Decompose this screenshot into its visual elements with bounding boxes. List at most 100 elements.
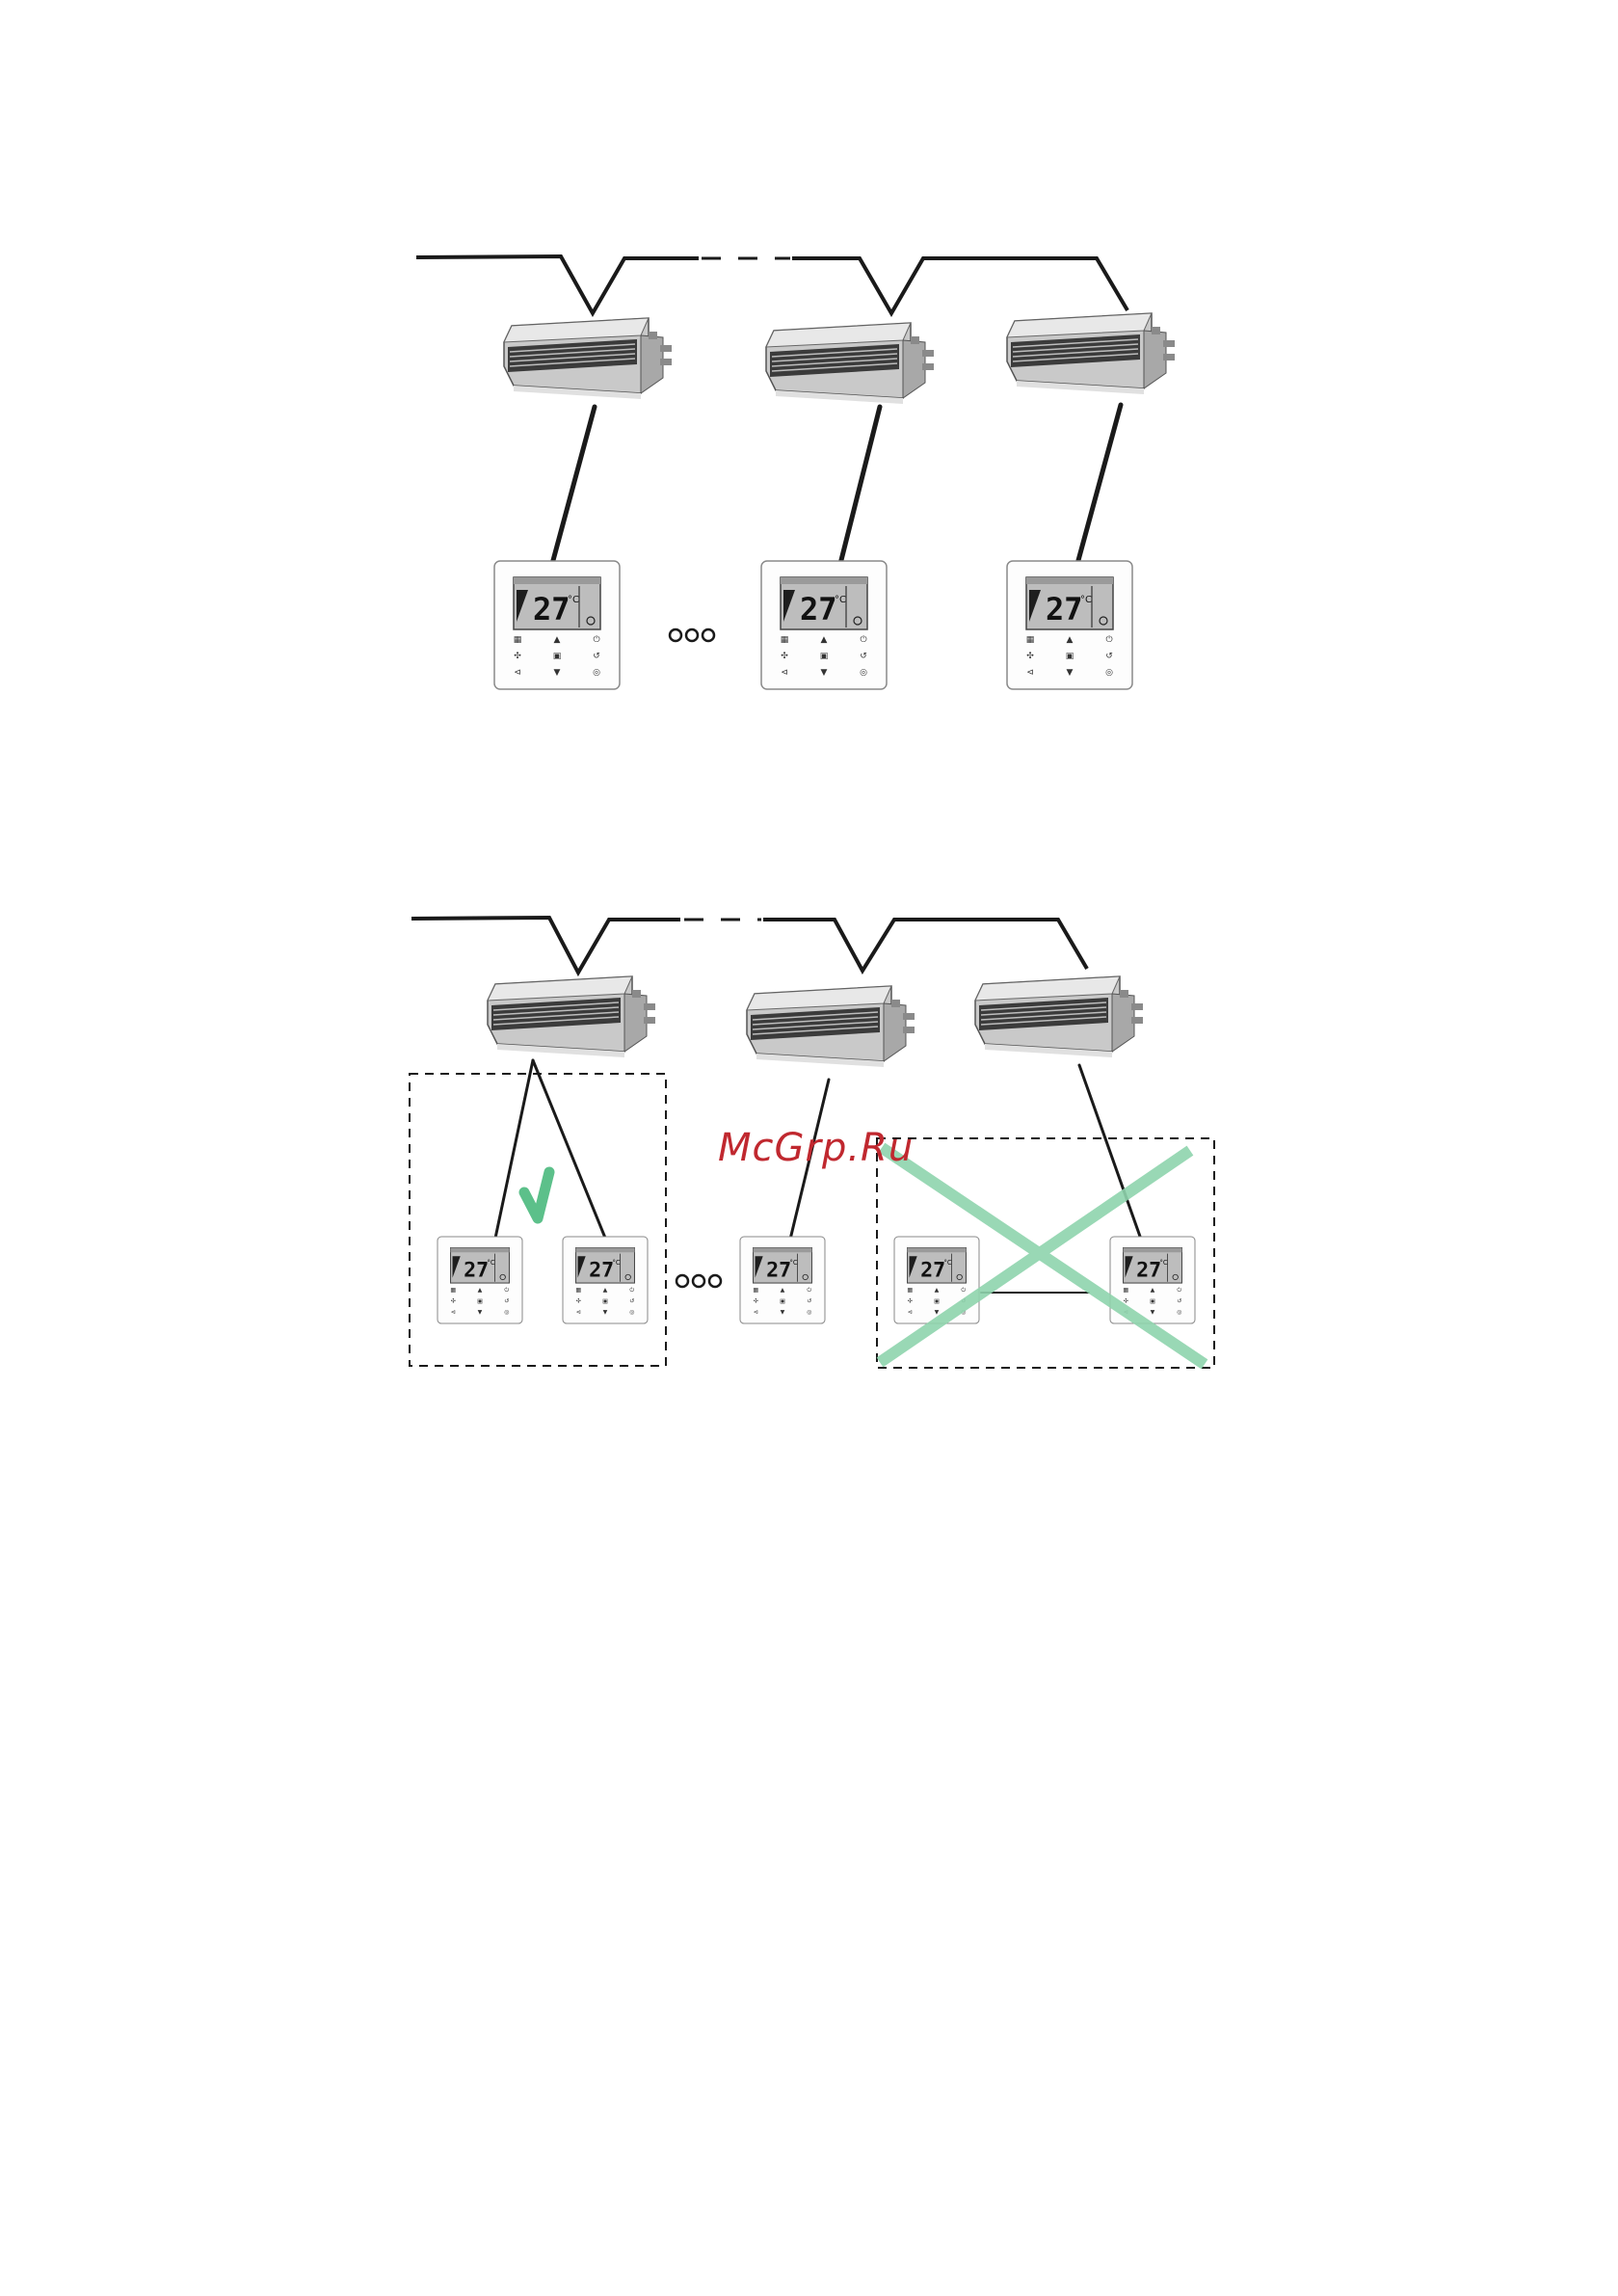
controller-button-icon: ⏻: [593, 634, 599, 645]
pipe-connector: [1163, 354, 1175, 360]
controller-button-icon: ▣: [1066, 652, 1074, 661]
indoor-unit-4: [488, 976, 655, 1057]
controller-button-icon: ▦: [1123, 1287, 1128, 1294]
wired-controller-7: 27°C▦▲⏻✣▣↺⊲▼◎: [894, 1237, 979, 1323]
controller-button-icon: ▣: [934, 1297, 940, 1304]
lcd-unit: °C: [1080, 595, 1092, 605]
lcd-unit: °C: [835, 595, 846, 605]
wired-controllers: 27°C▦▲⏻✣▣↺⊲▼◎27°C▦▲⏻✣▣↺⊲▼◎27°C▦▲⏻✣▣↺⊲▼◎2…: [438, 561, 1195, 1323]
lcd-unit: °C: [1159, 1259, 1167, 1267]
controller-button-icon: ⊲: [754, 1309, 758, 1316]
controller-button-icon: ▣: [820, 652, 829, 661]
controller-button-icon: ▼: [1067, 668, 1074, 678]
controller-button-icon: ⊲: [1026, 668, 1034, 678]
lcd-status-bar: [1124, 1248, 1182, 1253]
controller-button-icon: ▣: [477, 1297, 483, 1304]
controller-button-icon: ✣: [576, 1297, 581, 1304]
controller-button-icon: ↺: [1105, 652, 1113, 661]
controller-button-icon: ✣: [451, 1297, 456, 1304]
controller-button-icon: ▲: [1067, 635, 1074, 645]
pipe-connector: [660, 359, 672, 365]
controller-button-icon: ⏻: [860, 634, 866, 645]
wired-controller-1: 27°C▦▲⏻✣▣↺⊲▼◎: [494, 561, 620, 689]
pipe-connector: [660, 345, 672, 352]
continuation-mark-top: [670, 629, 714, 641]
pipe-connector: [1131, 1017, 1143, 1024]
controller-button-icon: ◎: [860, 668, 867, 678]
bus-line-top-right: [792, 258, 1127, 313]
controller-button-icon: ▲: [478, 1287, 483, 1294]
pipe-connector: [922, 350, 934, 357]
lcd-status-bar: [781, 577, 867, 584]
controller-button-icon: ▣: [602, 1297, 608, 1304]
continuation-mark-bottom: [676, 1275, 721, 1287]
lcd-temperature: 27: [1046, 591, 1083, 627]
pipe-connector: [922, 363, 934, 370]
controller-button-icon: ◎: [593, 668, 600, 678]
unit-side-box: [1112, 994, 1134, 1052]
controller-button-icon: ▲: [935, 1287, 940, 1294]
controller-button-icon: ▼: [935, 1309, 940, 1316]
lcd-unit: °C: [943, 1259, 951, 1267]
controller-button-icon: ▲: [781, 1287, 785, 1294]
controller-button-icon: ◎: [1105, 668, 1113, 678]
controller-button-icon: ⊲: [908, 1309, 913, 1316]
lcd-status-bar: [451, 1248, 510, 1253]
lcd-status-bar: [514, 577, 600, 584]
lcd-status-bar: [908, 1248, 967, 1253]
lcd-unit: °C: [612, 1259, 620, 1267]
controller-button-icon: ↺: [504, 1297, 509, 1304]
controller-button-icon: ▲: [554, 635, 561, 645]
controller-button-icon: ✣: [781, 652, 788, 661]
wired-controller-3: 27°C▦▲⏻✣▣↺⊲▼◎: [1007, 561, 1132, 689]
controller-button-icon: ◎: [504, 1309, 509, 1316]
controller-button-icon: ▦: [514, 635, 522, 645]
controller-button-icon: ▦: [450, 1287, 456, 1294]
indoor-unit-1: [504, 318, 672, 399]
lcd-temperature: 27: [800, 591, 837, 627]
pipe-connector: [1131, 1003, 1143, 1010]
unit-side-box: [884, 1003, 906, 1061]
controller-button-icon: ▦: [575, 1287, 581, 1294]
controller-button-icon: ◎: [807, 1309, 811, 1316]
controller-button-icon: ◎: [629, 1309, 634, 1316]
lcd-unit: °C: [789, 1259, 797, 1267]
checkmark-icon: [524, 1172, 549, 1218]
lcd-temperature: 27: [464, 1258, 489, 1282]
unit-side-box: [1144, 331, 1166, 388]
pipe-connector: [632, 990, 641, 998]
controller-button-icon: ↺: [860, 652, 867, 661]
bus-line-top-left: [416, 256, 699, 313]
lcd-status-bar: [754, 1248, 812, 1253]
unit-side-box: [903, 340, 925, 398]
continuation-dot: [693, 1275, 704, 1287]
indoor-unit-3: [1007, 313, 1175, 394]
controller-button-icon: ▣: [780, 1297, 785, 1304]
lcd-temperature: 27: [533, 591, 570, 627]
controller-button-icon: ⊲: [576, 1309, 581, 1316]
controller-button-icon: ⏻: [961, 1287, 966, 1294]
controller-button-icon: ▦: [907, 1287, 913, 1294]
controller-button-icon: ⏻: [1105, 634, 1112, 645]
controller-wire-1: [552, 407, 595, 564]
lcd-temperature: 27: [766, 1258, 791, 1282]
continuation-dot: [703, 629, 714, 641]
pipe-connector: [649, 332, 657, 339]
controller-button-icon: ▣: [1150, 1297, 1155, 1304]
unit-side-box: [624, 994, 647, 1052]
wired-controller-5: 27°C▦▲⏻✣▣↺⊲▼◎: [563, 1237, 648, 1323]
wired-controller-4: 27°C▦▲⏻✣▣↺⊲▼◎: [438, 1237, 522, 1323]
lcd-temperature: 27: [589, 1258, 614, 1282]
controller-button-icon: ⏻: [629, 1287, 634, 1294]
controller-button-icon: ↺: [1177, 1297, 1181, 1304]
controller-button-icon: ▲: [821, 635, 828, 645]
controller-button-icon: ↺: [807, 1297, 811, 1304]
pipe-connector: [644, 1003, 655, 1010]
controller-button-icon: ⏻: [1177, 1287, 1181, 1294]
controller-button-icon: ▼: [478, 1309, 483, 1316]
lcd-temperature: 27: [1136, 1258, 1161, 1282]
controller-button-icon: ▣: [553, 652, 562, 661]
pipe-connector: [891, 1000, 900, 1007]
controller-button-icon: ▼: [554, 668, 561, 678]
controller-button-icon: ✣: [908, 1297, 913, 1304]
